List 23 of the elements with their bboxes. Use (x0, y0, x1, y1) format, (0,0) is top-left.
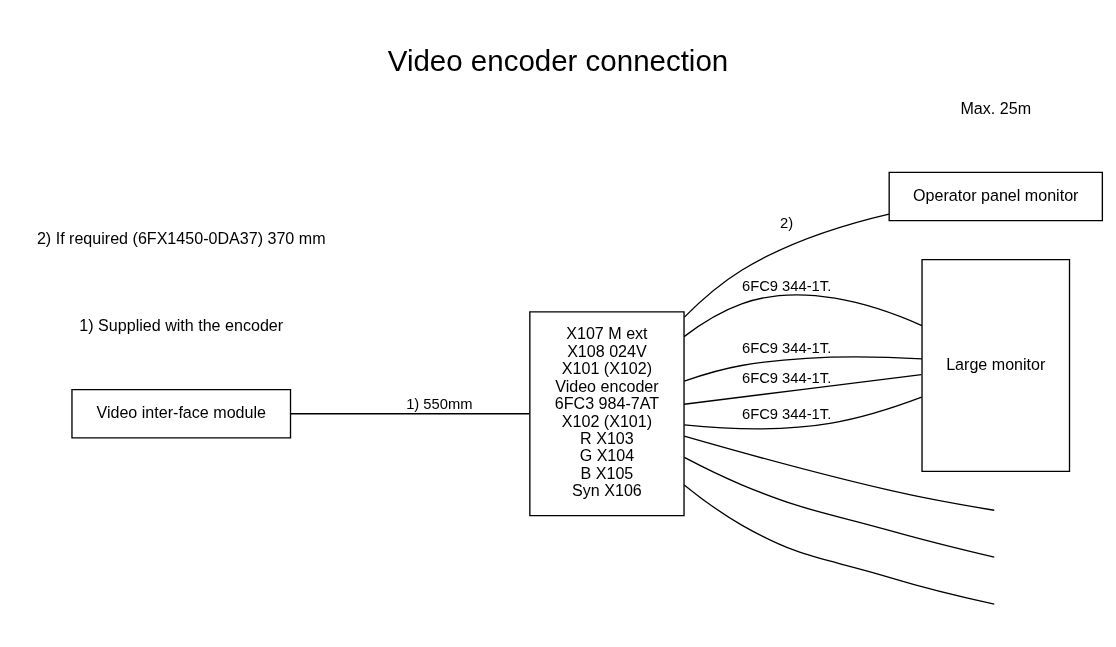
label: Max. 25m (960, 98, 1032, 117)
connector (683, 456, 995, 558)
edge-label: 1) 550mm (406, 396, 473, 413)
diagram-title: Video encoder connection (387, 44, 729, 78)
label: 1) Supplied with the encoder (79, 315, 284, 334)
edge-label: 2) (780, 215, 794, 232)
node-box: Video inter-face module (71, 388, 292, 439)
node-box: X107 M ext X108 024V X101 (X102) Video encoder 6FC3 984-7AT X102 (X101) R X103 G X104 B X105 Syn X106 (529, 311, 685, 517)
label: 2) If required (6FX1450-0DA37) 370 mm (36, 228, 326, 247)
connector (290, 413, 531, 415)
edge-label: 6FC9 344-1T. (741, 340, 832, 357)
edge-label: 6FC9 344-1T. (741, 278, 832, 295)
connector (683, 396, 923, 430)
connector (683, 435, 995, 511)
connector (683, 484, 995, 605)
connector (683, 356, 923, 382)
node-box: Large monitor (921, 258, 1071, 473)
edge-label: 6FC9 344-1T. (741, 405, 832, 422)
connector (683, 294, 923, 338)
node-box: Operator panel monitor (888, 171, 1104, 222)
connector (683, 373, 923, 405)
connector (683, 213, 890, 318)
edge-label: 6FC9 344-1T. (741, 369, 832, 386)
